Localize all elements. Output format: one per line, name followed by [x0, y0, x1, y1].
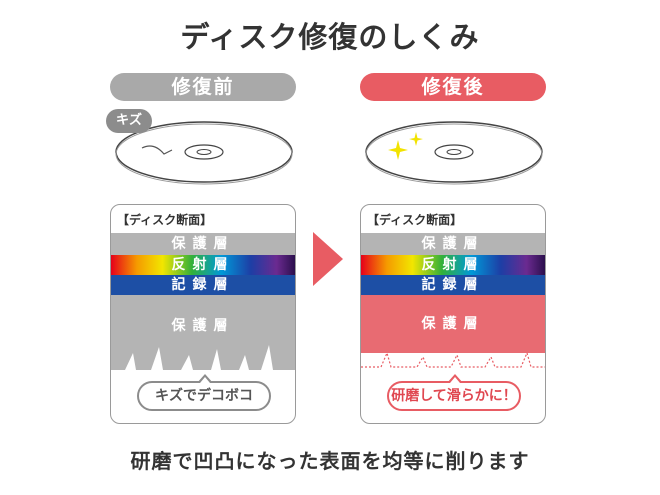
cross-section-after: 【ディスク断面】 保護層 反射層 記録層 保護層 研磨して滑らかに！ [360, 204, 546, 424]
panel-title: 【ディスク断面】 [117, 213, 213, 227]
reflective-layer: 反射層 [361, 255, 545, 275]
right-arrow-icon [313, 232, 343, 286]
polish-callout: 研磨して滑らかに！ [387, 381, 521, 411]
polished-surface [361, 351, 545, 368]
scratch-callout: キズでデコボコ [137, 381, 271, 411]
disc-after-illustration [365, 121, 543, 185]
sparkle-icon [388, 140, 408, 160]
recording-layer: 記録層 [361, 275, 545, 295]
protective-layer-bottom: 保護層 [361, 295, 545, 353]
panel-title: 【ディスク断面】 [367, 213, 463, 227]
after-header: 修復後 [360, 73, 546, 101]
disc-center-hole [196, 149, 212, 155]
scratched-surface [111, 345, 295, 375]
disc-rim-shadow [115, 123, 293, 185]
sparkle-icon [409, 132, 423, 146]
callout-pointer-inner [450, 377, 460, 383]
page-title: ディスク修復のしくみ [180, 20, 480, 54]
protective-layer-bottom: 保護層 [111, 295, 295, 370]
cross-section-before: 【ディスク断面】 保護層 反射層 記録層 保護層 キズでデコボコ [110, 204, 296, 424]
recording-layer: 記録層 [111, 275, 295, 295]
scratch-spikes [111, 345, 295, 375]
scratch-mark [141, 145, 173, 155]
protective-layer: 保護層 [111, 233, 295, 255]
reflective-layer: 反射層 [111, 255, 295, 275]
disc-before-illustration [115, 121, 293, 185]
removed-scratch-outline [361, 351, 545, 368]
disc-center-hole [446, 149, 462, 155]
callout-pointer-inner [200, 377, 210, 383]
footer-caption: 研磨で凹凸になった表面を均等に削ります [130, 449, 530, 473]
disc-rim-shadow [365, 123, 543, 185]
protective-layer: 保護層 [361, 233, 545, 255]
before-header: 修復前 [110, 73, 296, 101]
scratch-bubble: キズ [106, 109, 152, 133]
